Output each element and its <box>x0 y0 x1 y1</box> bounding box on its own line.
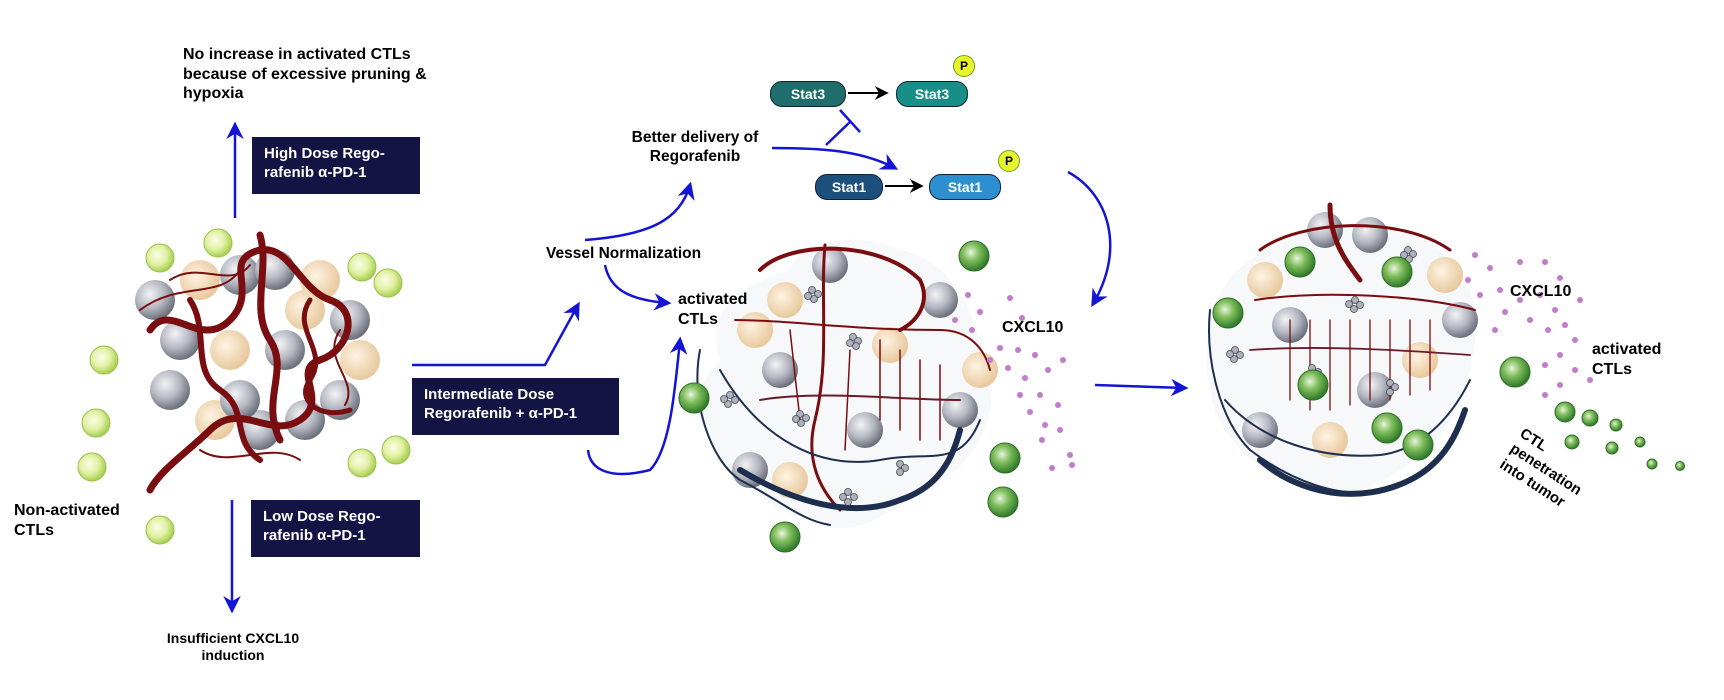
stat-arrows <box>848 86 924 193</box>
better-delivery-label: Better delivery of Regorafenib <box>631 129 759 165</box>
activated-ctls-middle-label: activated CTLs <box>678 291 748 328</box>
high-dose-box: High Dose Rego-rafenib α-PD-1 <box>252 137 420 194</box>
left-tumor <box>135 231 380 494</box>
activated-ctls-right-tumor <box>1212 246 1531 461</box>
middle-tumor <box>696 239 998 529</box>
no-increase-label: No increase in activated CTLs because of… <box>183 46 427 103</box>
cxcl10-middle-label: CXCL10 <box>1002 319 1064 336</box>
left-arrows <box>223 121 580 614</box>
clustered-cells-middle <box>720 286 909 506</box>
vessel-normalization-label: Vessel Normalization <box>546 245 702 262</box>
low-dose-box: Low Dose Rego-rafenib α-PD-1 <box>251 500 420 557</box>
cxcl10-dots-right <box>1465 252 1593 398</box>
stat3-phospho-badge: P <box>953 55 975 77</box>
cxcl10-dots-middle <box>952 292 1075 471</box>
activated-ctls-middle <box>678 240 1021 553</box>
to-stat1-arrow <box>771 146 899 170</box>
intermediate-to-ctls-arrow <box>586 336 688 476</box>
non-activated-ctls <box>77 228 411 545</box>
stat1-to-cxcl10-arrow <box>1067 170 1112 308</box>
cxcl10-right-label: CXCL10 <box>1510 283 1572 300</box>
right-tumor <box>1206 202 1478 497</box>
stat3-pill: Stat3 <box>770 81 846 107</box>
inhibition-line <box>825 109 861 146</box>
stat1-phospho-badge: P <box>998 150 1020 172</box>
main-right-arrow <box>1094 378 1189 397</box>
to-activated-ctls-arrow <box>603 264 672 311</box>
insufficient-cxcl10-label: Insufficient CXCL10 induction <box>166 630 300 664</box>
normalized-vessels-right <box>1208 202 1476 497</box>
stat3-phospho-pill: Stat3 <box>896 81 968 107</box>
intermediate-dose-arrow <box>412 301 580 367</box>
stat1-pill: Stat1 <box>815 174 883 200</box>
middle-arrows <box>584 146 1189 476</box>
non-activated-ctls-label: Non-activated CTLs <box>14 502 120 539</box>
disorganized-vessels-left <box>139 231 353 494</box>
activated-ctls-right-label: activated CTLs <box>1592 341 1662 378</box>
to-better-delivery-arrow <box>584 181 695 242</box>
intermediate-dose-box: Intermediate Dose Regorafenib + α-PD-1 <box>412 378 619 435</box>
ctl-penetration-trail <box>1554 401 1685 471</box>
stat1-phospho-pill: Stat1 <box>929 174 1001 200</box>
